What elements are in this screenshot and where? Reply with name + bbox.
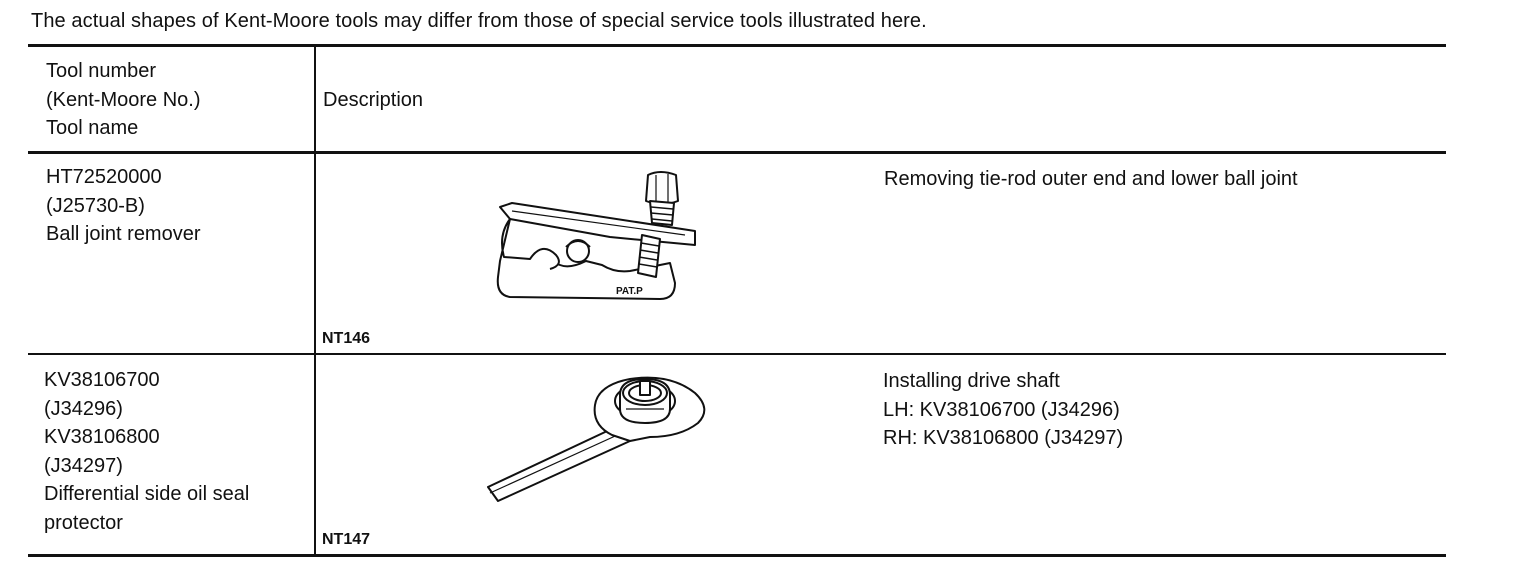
header-kent-moore-no: (Kent-Moore No.): [46, 88, 201, 111]
row-2-tool-cell: KV38106700 (J34296) KV38106800 (J34297) …: [44, 366, 249, 537]
row-2-description-purpose: Installing drive shaft: [883, 370, 1060, 392]
header-tool-number: Tool number: [46, 60, 157, 82]
column-divider: [314, 46, 316, 555]
header-tool-name: Tool name: [46, 117, 139, 139]
row-1-figure-code: NT146: [322, 330, 371, 347]
row-2-description-lh: LH: KV38106700 (J34296): [883, 398, 1120, 421]
row-2-tool-number-rh: KV38106800: [44, 426, 160, 448]
header-bottom-rule: [28, 151, 1446, 154]
table-top-rule: [28, 44, 1446, 47]
oil-seal-protector-illustration: [487, 376, 706, 502]
row-2-tool-name-line-1: Differential side oil seal: [44, 483, 250, 505]
ball-joint-remover-illustration: PAT.P: [496, 171, 696, 300]
row-2-kent-moore-no-rh: (J34297): [44, 454, 123, 477]
row-2-tool-number-lh: KV38106700: [44, 369, 160, 391]
row-1-kent-moore-no: (J25730-B): [46, 194, 145, 217]
figure-stamp-label: PAT.P: [616, 286, 643, 297]
row-2-kent-moore-no-lh: (J34296): [44, 397, 123, 420]
row-1-tool-name: Ball joint remover: [46, 223, 201, 245]
row-1-description: Removing tie-rod outer end and lower bal…: [884, 165, 1298, 194]
row-1-tool-cell: HT72520000 (J25730-B) Ball joint remover: [46, 163, 201, 249]
row-1-description-line: Removing tie-rod outer end and lower bal…: [884, 168, 1298, 190]
intro-note: The actual shapes of Kent-Moore tools ma…: [31, 10, 927, 32]
row-2-description: Installing drive shaft LH: KV38106700 (J…: [883, 367, 1123, 453]
row-2-figure-code: NT147: [322, 531, 371, 548]
header-tool-column: Tool number (Kent-Moore No.) Tool name: [46, 57, 201, 143]
row-2-description-rh: RH: KV38106800 (J34297): [883, 427, 1124, 449]
row-divider: [28, 353, 1446, 355]
header-description: Description: [323, 89, 424, 111]
row-1-tool-number: HT72520000: [46, 166, 162, 188]
row-2-tool-name-line-2: protector: [44, 511, 123, 534]
table-bottom-rule: [28, 554, 1446, 557]
